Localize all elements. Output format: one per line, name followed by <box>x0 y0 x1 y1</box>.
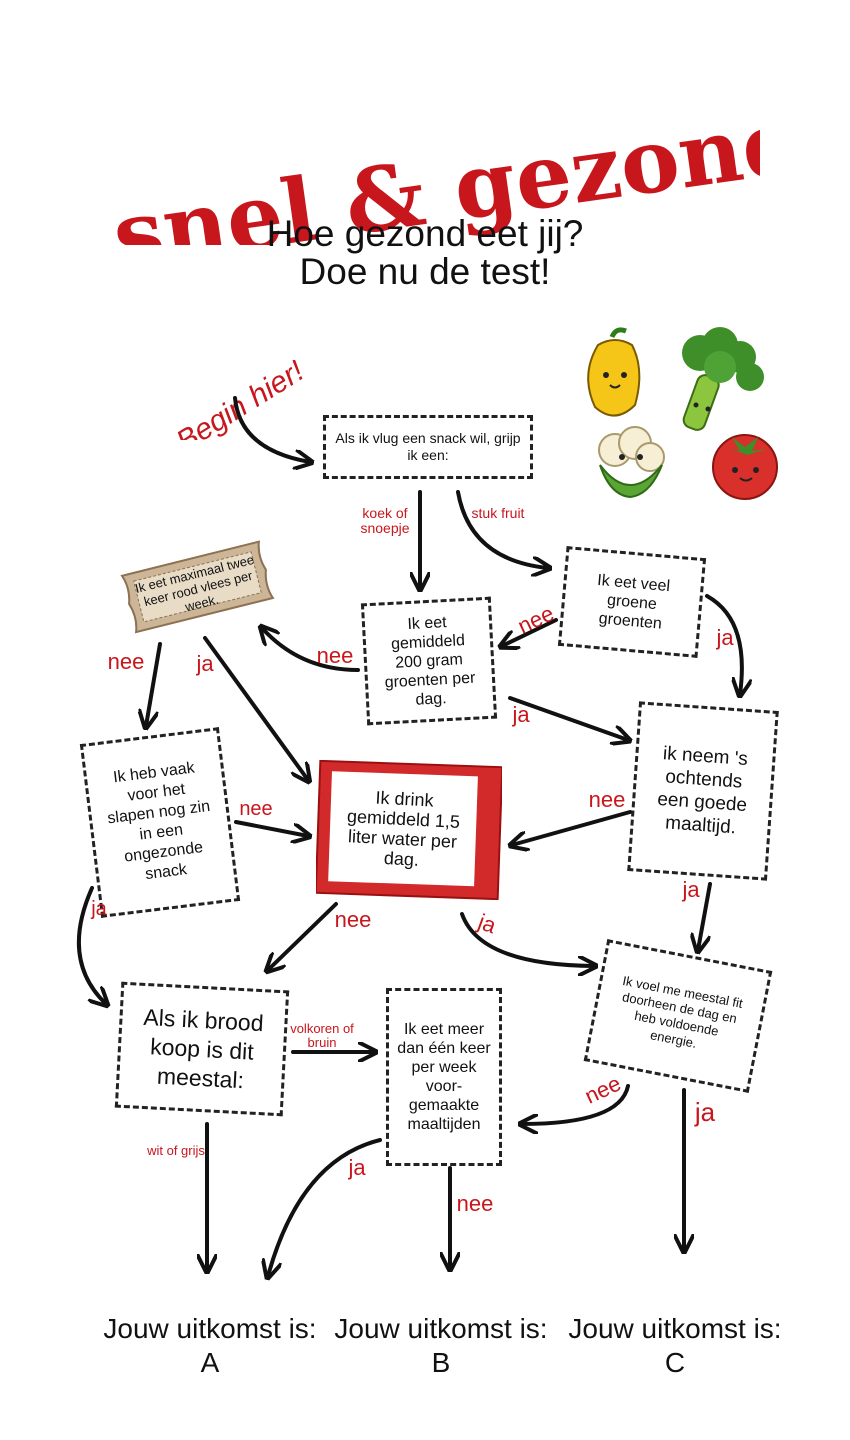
label-nee-voorgemaakt: nee <box>456 1191 494 1216</box>
ticket-shape <box>120 540 275 634</box>
label-nee-water: nee <box>334 907 372 932</box>
label-nee-meat: nee <box>107 649 145 674</box>
label-nee-groene: nee <box>513 600 558 639</box>
tomato-icon <box>712 434 778 500</box>
label-volkoren-of-bruin: volkoren of bruin <box>290 1021 354 1051</box>
result-b: Jouw uitkomst is: B <box>334 1313 548 1378</box>
label-ja-water: ja <box>474 908 500 939</box>
box-groene-groenten: Ik eet veel groene groenten <box>557 546 707 658</box>
label-koek-of-snoepje: koek of snoepje <box>360 505 410 537</box>
arrow-water-nee <box>268 902 338 970</box>
title: snel & gezond! <box>107 95 760 245</box>
box-brood: Als ik brood koop is dit meestal: <box>114 981 290 1117</box>
arrow-snack-fruit <box>456 490 548 568</box>
label-ja-ontbijt: ja <box>682 877 700 902</box>
broccoli-icon <box>682 327 764 431</box>
label-wit-of-grijs: wit of grijs <box>147 1143 205 1158</box>
label-nee-200: nee <box>316 643 354 668</box>
begin-hier-label: Begin hier! <box>171 360 311 440</box>
box-ontbijt: ik neem 's ochtends een goede maaltijd. <box>627 701 779 881</box>
box-water: Ik drink gemiddeld 1,5 liter water per d… <box>346 787 461 870</box>
vegetable-illustrations <box>587 327 778 500</box>
label-ja-late: ja <box>91 898 107 920</box>
label-ja-meat: ja <box>196 651 214 676</box>
red-card-shape <box>316 760 502 900</box>
label-nee-fit: nee <box>580 1070 625 1109</box>
box-voorgemaakt: Ik eet meer dan één keer per week voor-g… <box>386 988 502 1166</box>
label-ja-groene: ja <box>716 625 734 650</box>
label-ja-200: ja <box>512 702 530 727</box>
label-nee-late: nee <box>239 798 273 820</box>
cauliflower-icon <box>598 426 665 499</box>
box-snack: Als ik vlug een snack wil, grijp ik een: <box>323 415 533 479</box>
box-late-snack: Ik heb vaak voor het slapen nog zin in e… <box>79 727 241 918</box>
label-ja-fit: ja <box>694 1097 716 1127</box>
result-a: Jouw uitkomst is: A <box>103 1313 317 1378</box>
yellow-pepper-icon <box>587 327 641 417</box>
arrow-late-nee <box>234 820 308 836</box>
label-nee-ontbijt: nee <box>588 787 626 812</box>
subtitle-line-2: Doe nu de test! <box>299 251 551 292</box>
begin-hier-text: Begin hier! <box>171 360 311 440</box>
box-groenten-200: Ik eet gemiddeld 200 gram groenten per d… <box>360 596 498 726</box>
subtitle-line-1: Hoe gezond eet jij? <box>266 213 584 254</box>
arrow-ontbijt-nee <box>512 810 632 845</box>
box-fit: Ik voel me meestal fit doorheen de dag e… <box>583 939 773 1093</box>
label-ja-voorgemaakt: ja <box>348 1155 366 1180</box>
label-stuk-fruit: stuk fruit <box>471 505 525 521</box>
result-c: Jouw uitkomst is: C <box>568 1313 782 1378</box>
